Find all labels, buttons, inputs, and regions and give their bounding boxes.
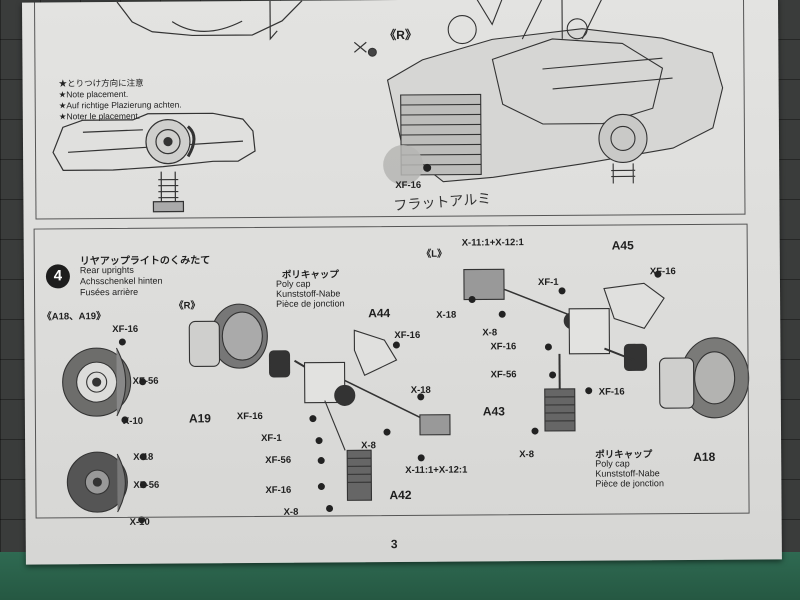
- label-xf16-l3: XF-16: [598, 386, 625, 398]
- top-illustration: [52, 0, 750, 524]
- step4-title-en: Rear uprights: [79, 264, 134, 276]
- label-xf56-r: XF-56: [265, 454, 292, 466]
- label-xf56-a: XF-56: [132, 375, 159, 387]
- polycap-fr-r: Pièce de jonction: [276, 298, 345, 309]
- label-xf1-r: XF-1: [261, 432, 282, 444]
- l-marker: 《L》: [421, 248, 447, 260]
- note-en: ★Note placement.: [58, 88, 129, 100]
- step-number-badge: 4: [45, 264, 71, 289]
- note-fr: ★Noter le placement.: [58, 110, 141, 122]
- label-xf16-l1: XF-16: [649, 266, 676, 278]
- polycap-fr-l: Pièce de jonction: [595, 478, 664, 489]
- instruction-sheet: 《R》 ★とりつけ方向に注意 ★Note placement. ★Auf ric…: [22, 0, 782, 565]
- label-x18-a: X-18: [133, 451, 154, 463]
- label-xf56-b: XF-56: [133, 479, 160, 491]
- label-mix-l: X-11:1+X-12:1: [461, 237, 524, 249]
- label-xf16-l2: XF-16: [490, 341, 517, 353]
- page-number: 3: [390, 537, 398, 552]
- step4-title-fr: Fusées arrière: [79, 286, 139, 298]
- label-x8-l2: X-8: [519, 449, 535, 461]
- note-de: ★Auf richtige Plazierung achten.: [58, 99, 182, 111]
- part-a45: A45: [611, 238, 634, 253]
- part-a43: A43: [482, 404, 505, 419]
- label-xf16-r1: XF-16: [394, 329, 421, 342]
- label-x18-l: X-18: [436, 309, 457, 321]
- label-xf16-r2: XF-16: [236, 410, 263, 423]
- label-xf1-l: XF-1: [537, 276, 559, 289]
- label-xf56-l: XF-56: [490, 369, 517, 381]
- r-marker: 《R》: [174, 300, 201, 312]
- placement-note: ★とりつけ方向に注意 ★Note placement. ★Auf richtig…: [59, 78, 182, 123]
- label-x8-l1: X-8: [482, 327, 498, 339]
- label-x10-a: X-10: [122, 415, 144, 427]
- label-xf16-r3: XF-16: [265, 484, 292, 496]
- top-xf16-label: XF-16: [395, 179, 422, 192]
- part-a18: A18: [693, 449, 716, 464]
- step4-title-de: Achsschenkel hinten: [79, 275, 163, 287]
- label-x18-r: X-18: [410, 384, 431, 396]
- part-a19: A19: [188, 411, 211, 426]
- label-mix-r: X-11:1+X-12:1: [405, 464, 468, 476]
- label-xf16-a: XF-16: [112, 323, 139, 336]
- part-a42: A42: [389, 487, 412, 503]
- part-a44: A44: [368, 306, 391, 321]
- note-jp: ★とりつけ方向に注意: [58, 77, 144, 89]
- r-marker-top: 《R》: [384, 27, 417, 43]
- label-x8-r1: X-8: [361, 440, 376, 452]
- label-x8-r2: X-8: [283, 506, 299, 518]
- subset-a18-a19: 《A18、A19》: [42, 311, 106, 323]
- label-x10-b: X-10: [129, 516, 150, 528]
